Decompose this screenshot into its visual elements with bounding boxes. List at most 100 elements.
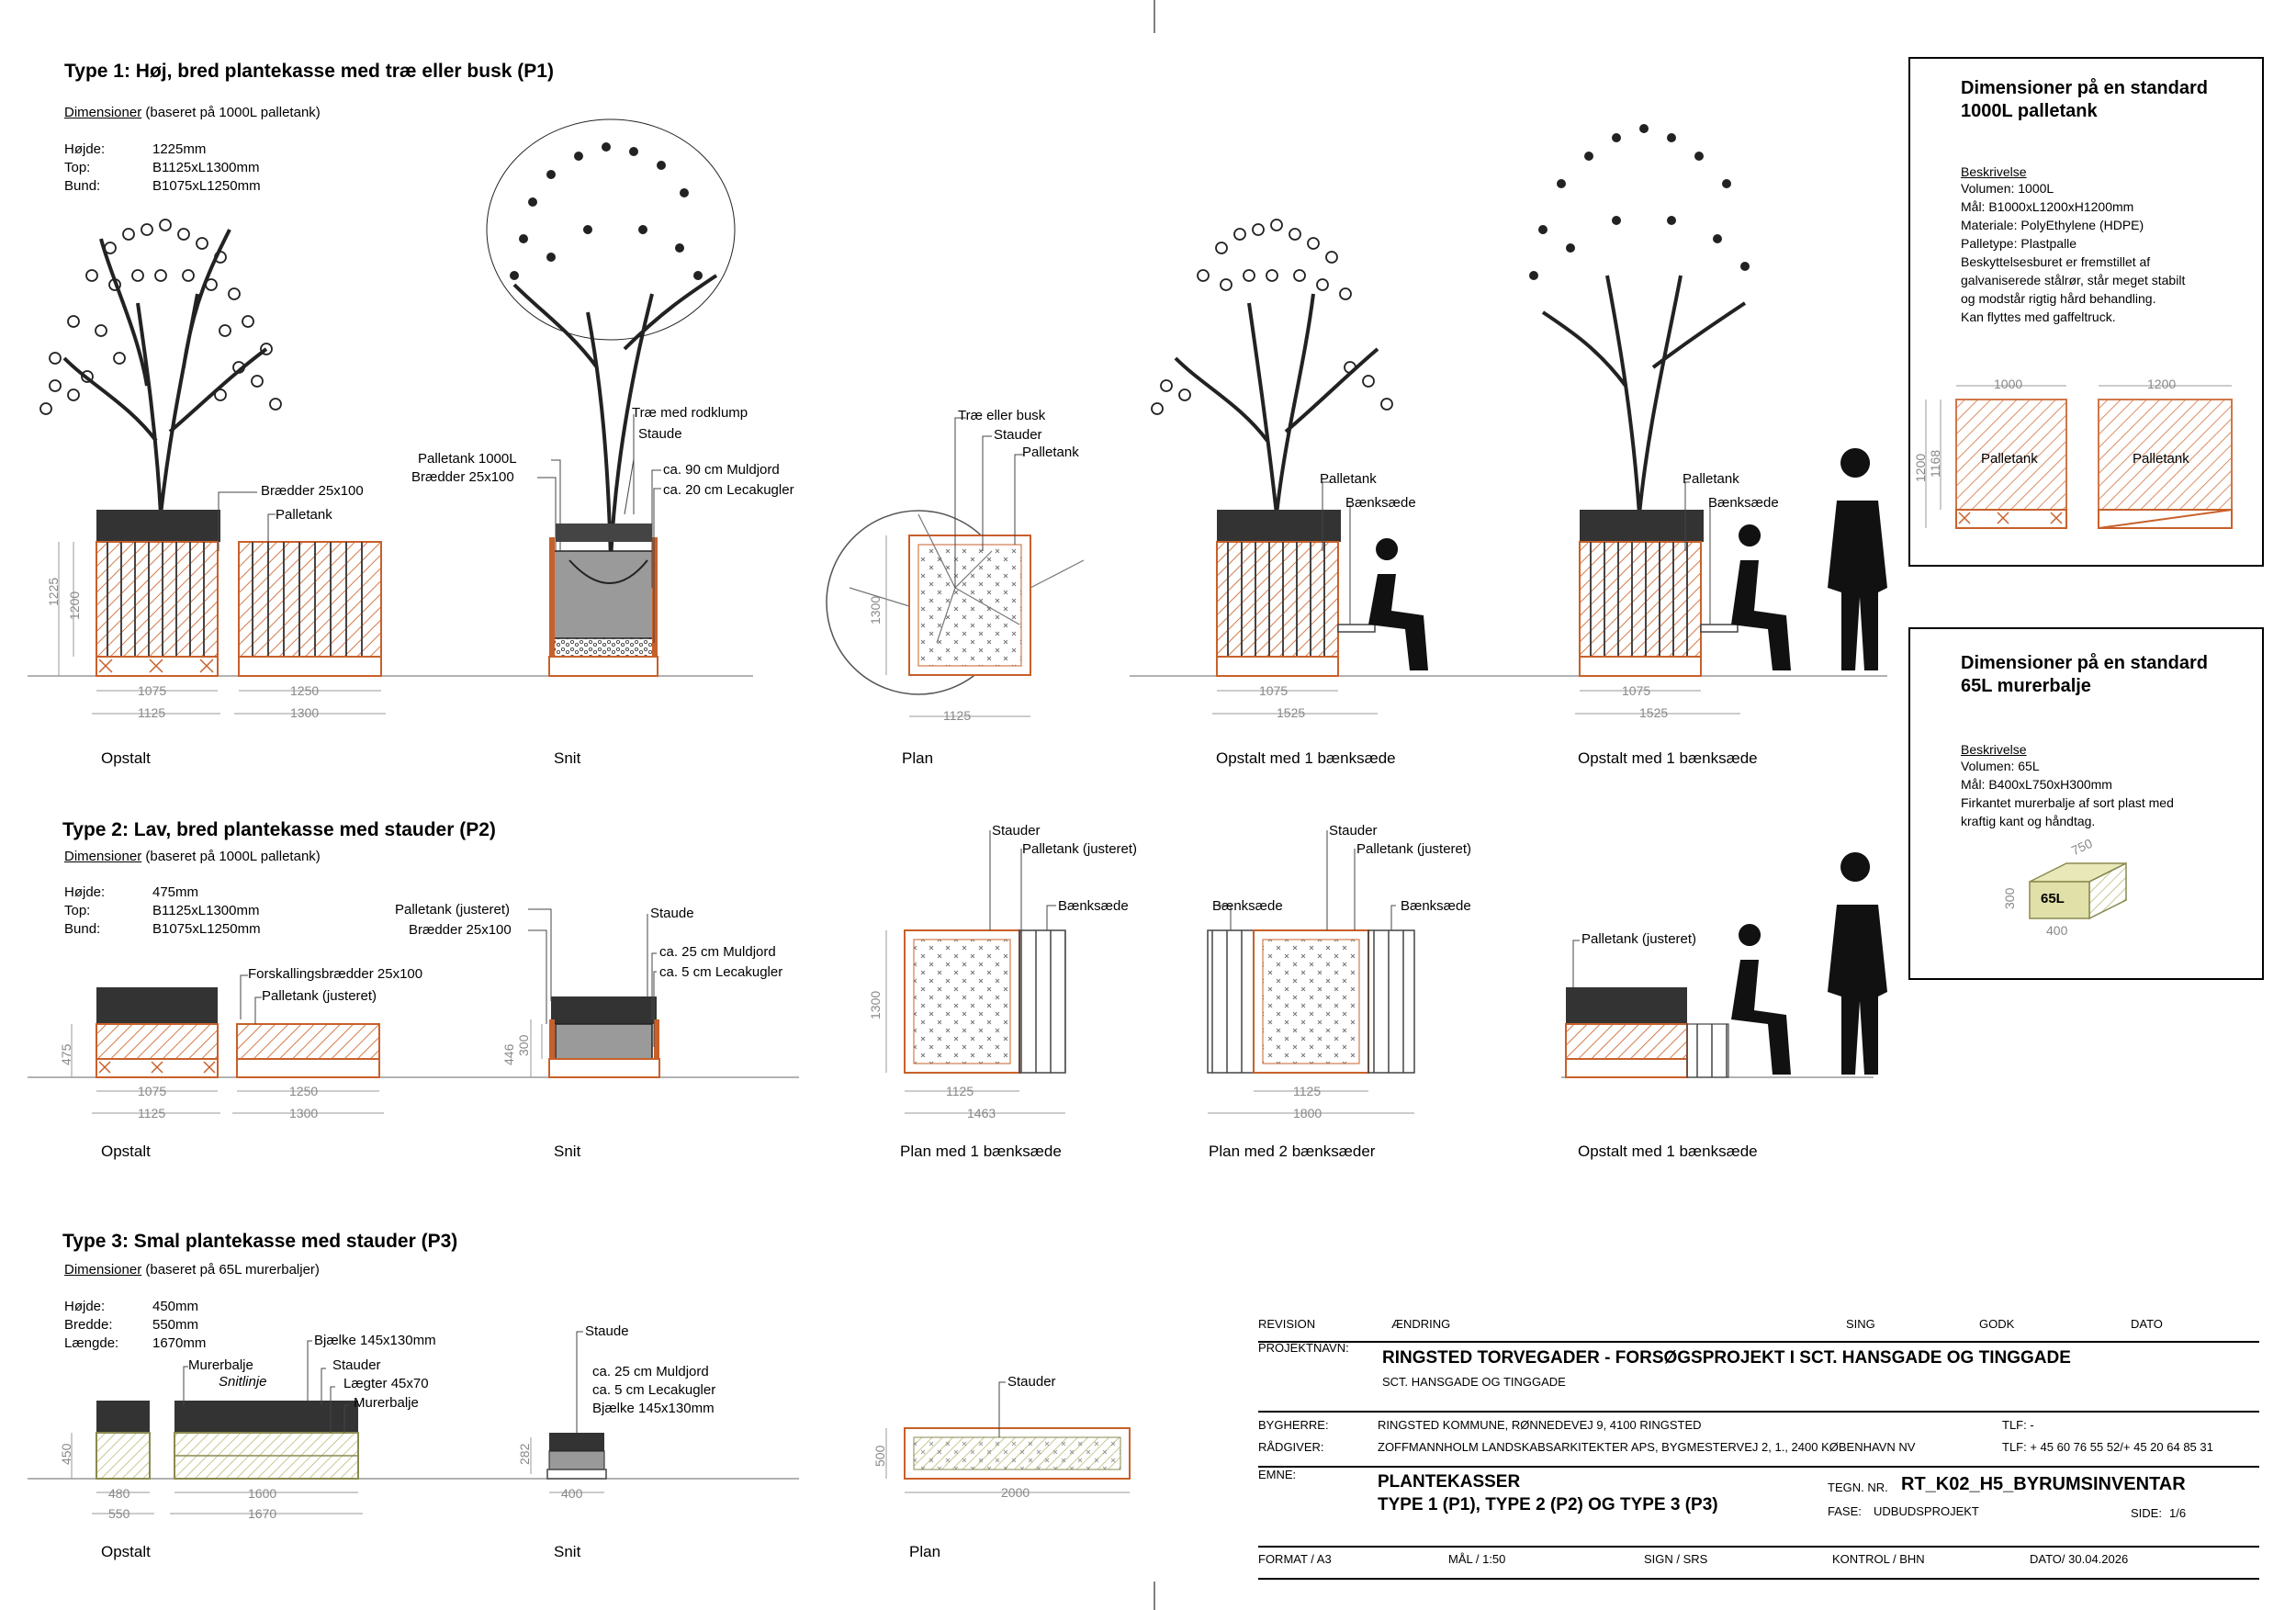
palletank-title-line2: 1000L palletank xyxy=(1961,101,2098,121)
label-bench1-palletank: Palletank xyxy=(1320,471,1377,487)
dim-1250: 1250 xyxy=(290,683,320,698)
dim-key: Bund: xyxy=(64,178,101,194)
type3-dims-list: Højde:450mm Bredde:550mm Længde:1670mm xyxy=(64,1298,206,1353)
caption-p1-bench1: Opstalt med 1 bænksæde xyxy=(1216,749,1396,767)
type3-dim-row: Længde:1670mm xyxy=(64,1334,206,1353)
dim-plan-1125: 1125 xyxy=(943,708,972,723)
p2-opstalt xyxy=(96,987,380,1078)
dim-p3-400: 400 xyxy=(561,1486,583,1501)
dim-key: Top: xyxy=(64,903,91,918)
dim-1125: 1125 xyxy=(138,705,166,720)
dim-mb-300: 300 xyxy=(2002,887,2017,909)
label-palletank: Palletank xyxy=(276,507,332,523)
dim-pt-1200v: 1200 xyxy=(1913,453,1928,482)
dim-1225: 1225 xyxy=(46,577,61,606)
p2-plan-2-bench xyxy=(1207,929,1415,1074)
type2-dim-heading: Dimensioner (baseret på 1000L palletank) xyxy=(64,849,321,864)
label-plan1-stauder: Stauder xyxy=(992,823,1041,839)
dim-1300: 1300 xyxy=(290,705,320,720)
label-p3-snit-bjaelke: Bjælke 145x130mm xyxy=(592,1401,715,1416)
label-p2-braedder: Brædder 25x100 xyxy=(409,922,512,938)
tb-aendring: ÆNDRING xyxy=(1391,1317,1451,1331)
label-palletank1000: Palletank 1000L xyxy=(418,451,517,467)
dim-p3-282: 282 xyxy=(517,1443,532,1465)
type1-dim-label: Dimensioner xyxy=(64,105,142,120)
type1-dim-row: Bund:B1075xL1250mm xyxy=(64,177,261,196)
tb-format: FORMAT / A3 xyxy=(1258,1552,1332,1566)
label-p3-murerbalje: Murerbalje xyxy=(188,1357,253,1373)
dim-p2-1250: 1250 xyxy=(289,1084,319,1098)
dim-p2-475: 475 xyxy=(59,1043,73,1065)
caption-p1-opstalt: Opstalt xyxy=(101,749,151,767)
type2-dim-row: Bund:B1075xL1250mm xyxy=(64,920,261,939)
tb-projektnavn: RINGSTED TORVEGADER - FORSØGSPROJEKT I S… xyxy=(1382,1348,2071,1368)
tb-emne-2: TYPE 1 (P1), TYPE 2 (P2) OG TYPE 3 (P3) xyxy=(1378,1495,1718,1514)
caption-p3-plan: Plan xyxy=(909,1543,941,1560)
label-staude: Staude xyxy=(638,426,682,442)
type1-dim-note: (baseret på 1000L palletank) xyxy=(145,105,321,120)
dim-value: 550mm xyxy=(152,1317,199,1333)
caption-p2-plan2: Plan med 2 bænksæder xyxy=(1209,1143,1376,1160)
dim-p2-plan-1463: 1463 xyxy=(967,1106,996,1120)
palletank-tag-a: Palletank xyxy=(1981,451,2038,467)
dim-value: 450mm xyxy=(152,1299,199,1314)
label-bench2-palletank: Palletank xyxy=(1683,471,1739,487)
murerbalje-title-line1: Dimensioner på en standard xyxy=(1961,653,2208,673)
dim-b1525: 1525 xyxy=(1277,705,1306,720)
dim-key: Højde: xyxy=(64,884,106,900)
dim-p2-446: 446 xyxy=(501,1043,516,1065)
label-p2-leca: ca. 5 cm Lecakugler xyxy=(659,964,783,980)
dim-p3-1670: 1670 xyxy=(248,1506,277,1521)
p1-snit xyxy=(486,118,736,677)
tb-emne-1: PLANTEKASSER xyxy=(1378,1472,1521,1492)
dim-value: B1125xL1300mm xyxy=(152,160,260,175)
dim-value: 475mm xyxy=(152,884,199,900)
type1-dim-row: Højde:1225mm xyxy=(64,141,261,159)
type2-dim-row: Top:B1125xL1300mm xyxy=(64,902,261,920)
dim-pt-1000: 1000 xyxy=(1994,377,2023,391)
p2-snit xyxy=(548,996,660,1078)
tb-emne-key: EMNE: xyxy=(1258,1468,1297,1481)
dim-pt-1168: 1168 xyxy=(1928,449,1942,478)
tb-dato: DATO xyxy=(2131,1317,2163,1331)
caption-p2-snit: Snit xyxy=(554,1143,581,1160)
desc-line: Beskyttelsesburet er fremstillet af xyxy=(1961,254,2151,269)
tb-dato2: DATO/ 30.04.2026 xyxy=(2030,1552,2129,1566)
dim-p2-1125: 1125 xyxy=(138,1106,166,1120)
caption-p2-bench: Opstalt med 1 bænksæde xyxy=(1578,1143,1758,1160)
dim-key: Top: xyxy=(64,160,91,175)
murerbalje-description: Beskrivelse Volumen: 65L Mål: B400xL750x… xyxy=(1961,724,2174,830)
tb-kontrol: KONTROL / BHN xyxy=(1832,1552,1925,1566)
dim-p2-plan2-1125: 1125 xyxy=(1293,1084,1322,1098)
label-p2-palletank-snit: Palletank (justeret) xyxy=(395,902,511,918)
tb-side-key: SIDE: xyxy=(2131,1506,2162,1520)
type2-dim-note: (baseret på 1000L palletank) xyxy=(145,849,321,864)
palletank-box-title: Dimensioner på en standard 1000L palleta… xyxy=(1961,77,2208,123)
p1-bench-opstalt-1 xyxy=(1151,219,1428,677)
type1-title: Type 1: Høj, bred plantekasse med træ el… xyxy=(64,61,554,82)
label-p3-snit-staude: Staude xyxy=(585,1323,629,1339)
label-plan1-palletank: Palletank (justeret) xyxy=(1022,841,1138,857)
tb-sing: SING xyxy=(1846,1317,1875,1331)
murerbalje-tag: 65L xyxy=(2041,891,2065,906)
tb-bygherre-key: BYGHERRE: xyxy=(1258,1418,1329,1432)
label-plan2-palletank: Palletank (justeret) xyxy=(1356,841,1472,857)
desc-line: Kan flyttes med gaffeltruck. xyxy=(1961,310,2116,324)
label-p2-opstalt-palletank: Palletank (justeret) xyxy=(1581,931,1697,947)
label-p3-snit-muld: ca. 25 cm Muldjord xyxy=(592,1364,709,1379)
type3-dim-note: (baseret på 65L murerbaljer) xyxy=(145,1262,320,1278)
dim-p3-450: 450 xyxy=(59,1443,73,1465)
murerbalje-title-line2: 65L murerbalje xyxy=(1961,676,2091,696)
dim-pt-1200: 1200 xyxy=(2147,377,2177,391)
label-plan-palletank: Palletank xyxy=(1022,445,1079,460)
tb-rule xyxy=(1258,1578,2259,1580)
type1-dims-list: Højde:1225mm Top: B1125xL1300mm Bund:B107… xyxy=(64,141,261,196)
label-p3-snitlinje: Snitlinje xyxy=(219,1374,267,1390)
info-box-palletank: Dimensioner på en standard 1000L palleta… xyxy=(1908,57,2264,567)
dim-1200: 1200 xyxy=(67,591,82,620)
tb-side: 1/6 xyxy=(2169,1506,2187,1520)
label-p2-staude: Staude xyxy=(650,906,694,921)
dim-b1075: 1075 xyxy=(1259,683,1289,698)
dim-key: Længde: xyxy=(64,1335,119,1351)
